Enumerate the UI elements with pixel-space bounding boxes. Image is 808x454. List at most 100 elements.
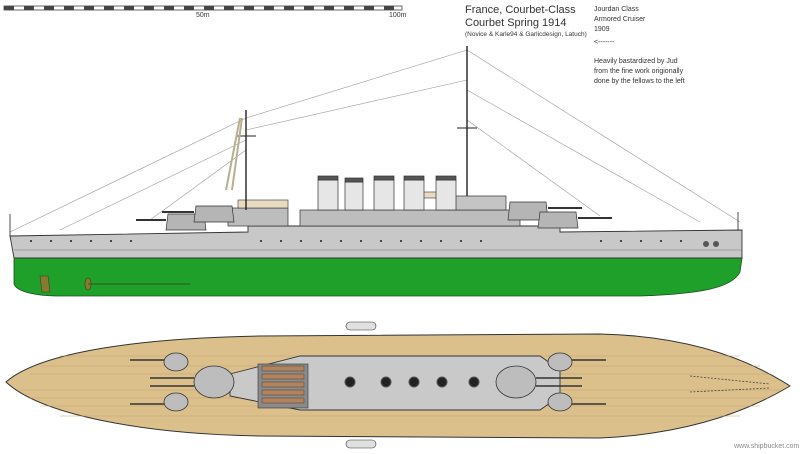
main-hull <box>9 225 743 259</box>
side-boats <box>345 321 377 449</box>
porthole <box>70 240 72 242</box>
superstructure-aft <box>227 207 289 227</box>
turret <box>537 211 579 229</box>
boat <box>345 439 377 449</box>
turret-top <box>495 365 537 399</box>
side-turrets <box>136 201 612 231</box>
scale-bar <box>3 5 403 11</box>
porthole <box>30 240 32 242</box>
porthole <box>320 240 322 242</box>
stay-line <box>245 79 468 131</box>
funnels <box>317 175 457 211</box>
top-view <box>5 321 791 449</box>
porthole <box>680 240 682 242</box>
porthole <box>50 240 52 242</box>
porthole <box>600 240 602 242</box>
scale-bar-block <box>204 6 214 10</box>
anchor-chain <box>689 387 771 393</box>
remark-text: Heavily bastardized by Jud from the fine… <box>594 58 685 85</box>
stay-line <box>59 139 247 231</box>
funnel-cap <box>435 175 457 181</box>
anchor-chains <box>689 375 771 393</box>
funnel-tops <box>344 376 480 388</box>
porthole <box>660 240 662 242</box>
scale-bar-block <box>124 6 134 10</box>
funnel-top <box>380 376 392 388</box>
arrow-text: <------- <box>594 39 615 46</box>
drawing-subtitle: Courbet Spring 1914 <box>465 17 567 29</box>
drawing-title: France, Courbet-Class <box>465 4 576 16</box>
funnel-top <box>408 376 420 388</box>
funnel-cap <box>373 175 395 181</box>
porthole <box>260 240 262 242</box>
turret-top <box>193 365 235 399</box>
funnel-top <box>436 376 448 388</box>
porthole <box>620 240 622 242</box>
boat <box>261 381 305 388</box>
porthole <box>380 240 382 242</box>
scale-bar-block <box>4 6 14 10</box>
hawse-pipe <box>713 241 719 247</box>
turret-top <box>547 392 573 412</box>
superstructure-mid <box>299 209 521 227</box>
scale-bar-block <box>364 6 374 10</box>
porthole <box>440 240 442 242</box>
porthole <box>460 240 462 242</box>
funnel <box>344 181 364 211</box>
scale-bar-block <box>344 6 354 10</box>
porthole <box>400 240 402 242</box>
scale-bar-block <box>304 6 314 10</box>
funnel-cap <box>403 175 425 181</box>
watermark: www.shipbucket.com <box>734 443 800 450</box>
scale-bar-block <box>44 6 54 10</box>
anchor-chain <box>689 375 771 385</box>
funnel-top <box>344 376 356 388</box>
scale-bar-block <box>244 6 254 10</box>
boat <box>345 321 377 331</box>
scale-bar-block <box>184 6 194 10</box>
porthole <box>420 240 422 242</box>
scale-bar-block <box>84 6 94 10</box>
funnel <box>435 179 457 211</box>
funnel <box>317 179 339 211</box>
scale-bar-block <box>64 6 74 10</box>
porthole <box>130 240 132 242</box>
porthole <box>110 240 112 242</box>
boat <box>261 365 305 372</box>
scale-bar-block <box>24 6 34 10</box>
hawse-pipe <box>703 241 709 247</box>
boat <box>261 389 305 396</box>
porthole-row <box>30 240 682 242</box>
scale-bar-block <box>384 6 394 10</box>
ship-year: 1909 <box>594 26 610 33</box>
funnel-cap <box>317 175 339 181</box>
stay-line <box>9 117 247 233</box>
scale-bar-block <box>324 6 334 10</box>
class-name: Jourdan Class <box>594 6 639 13</box>
funnel-top <box>468 376 480 388</box>
scale-mark-50: 50m <box>196 12 210 19</box>
scale-bar-block <box>164 6 174 10</box>
drawing-credits: (Novice & Karle94 & Garlicdesign, Latuch… <box>465 31 587 38</box>
porthole <box>640 240 642 242</box>
side-profile <box>9 46 743 297</box>
stay-line <box>466 89 701 223</box>
boat-deck <box>237 199 289 209</box>
scale-mark-100: 100m <box>389 12 407 19</box>
underwater-hull <box>13 257 743 297</box>
scale-bar-block <box>264 6 274 10</box>
boat <box>261 397 305 404</box>
stay-line <box>466 49 741 223</box>
masts <box>9 46 739 236</box>
funnel <box>373 179 395 211</box>
scale-bar-block <box>104 6 114 10</box>
turret-top <box>163 392 189 412</box>
funnel <box>403 179 425 211</box>
scale-bar-block <box>144 6 154 10</box>
rigging <box>9 49 741 233</box>
porthole <box>340 240 342 242</box>
funnel-cap <box>344 177 364 183</box>
turret-top <box>163 352 189 372</box>
top-turrets <box>163 352 573 412</box>
